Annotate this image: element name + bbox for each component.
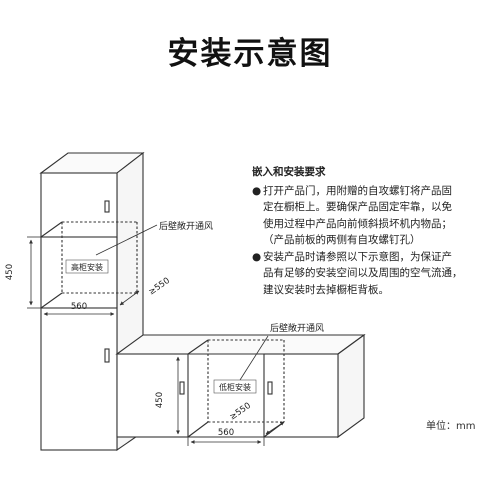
bullet-icon: ● bbox=[252, 250, 262, 263]
lower-door-handle bbox=[104, 348, 110, 363]
requirements-heading: 嵌入和安装要求 bbox=[252, 166, 326, 178]
base-left-door-handle bbox=[179, 381, 185, 395]
requirement-line: 打开产品门，用附赠的自攻螺钉将产品固 bbox=[263, 184, 452, 197]
tall-width-label: 560 bbox=[71, 302, 87, 312]
tall-cabinet bbox=[39, 151, 145, 452]
tall-cabinet-label-box: 高柜安装 bbox=[65, 259, 109, 274]
tall-depth-label: ≥550 bbox=[147, 276, 172, 298]
upper-door-handle bbox=[104, 200, 110, 213]
tall-vent-leader-line bbox=[95, 224, 158, 256]
base-vent-leader-line bbox=[239, 335, 269, 381]
base-depth-label: ≥550 bbox=[228, 401, 253, 423]
bullet-icon: ● bbox=[252, 184, 262, 197]
requirement-item-2: ● 安装产品时请参照以下示意图，为保证产 品有足够的安装空间以及周围的空气流通，… bbox=[252, 249, 498, 299]
page-title: 安装示意图 bbox=[167, 36, 333, 72]
unit-label: 单位：mm bbox=[426, 421, 476, 432]
requirement-item-1: ● 打开产品门，用附赠的自攻螺钉将产品固 定在橱柜上。要确保产品固定牢靠，以免 … bbox=[252, 183, 498, 249]
requirement-line: 品有足够的安装空间以及周围的空气流通， bbox=[263, 267, 463, 279]
base-width-label: 560 bbox=[218, 428, 234, 438]
tall-rear-vent-label: 后壁敞开通风 bbox=[159, 220, 213, 232]
tall-depth-dimension-line bbox=[119, 290, 140, 306]
tall-cabinet-niche bbox=[40, 221, 138, 309]
base-right-door-handle bbox=[267, 381, 273, 395]
base-rear-vent-label: 后壁敞开通风 bbox=[270, 322, 324, 334]
tall-height-label: 450 bbox=[5, 264, 15, 280]
requirement-line: 定在橱柜上。要确保产品固定牢靠，以免 bbox=[263, 201, 452, 213]
base-height-label: 450 bbox=[155, 392, 165, 408]
requirement-line: （产品前板的两侧有自攻螺钉孔） bbox=[263, 234, 421, 246]
installation-requirements: 嵌入和安装要求 ● 打开产品门，用附赠的自攻螺钉将产品固 定在橱柜上。要确保产品… bbox=[252, 164, 498, 298]
tall-cabinet-label: 高柜安装 bbox=[71, 262, 103, 272]
base-depth-dimension-line bbox=[265, 421, 285, 435]
requirement-line: 使用过程中产品向前倾斜损坏机内物品； bbox=[263, 217, 452, 230]
base-cabinet-label-box: 低柜安装 bbox=[213, 379, 257, 394]
base-cabinet-label: 低柜安装 bbox=[219, 382, 251, 392]
requirement-line: 建议安装时去掉橱柜背板。 bbox=[263, 283, 389, 296]
requirement-line: 安装产品时请参照以下示意图，为保证产 bbox=[263, 250, 452, 263]
